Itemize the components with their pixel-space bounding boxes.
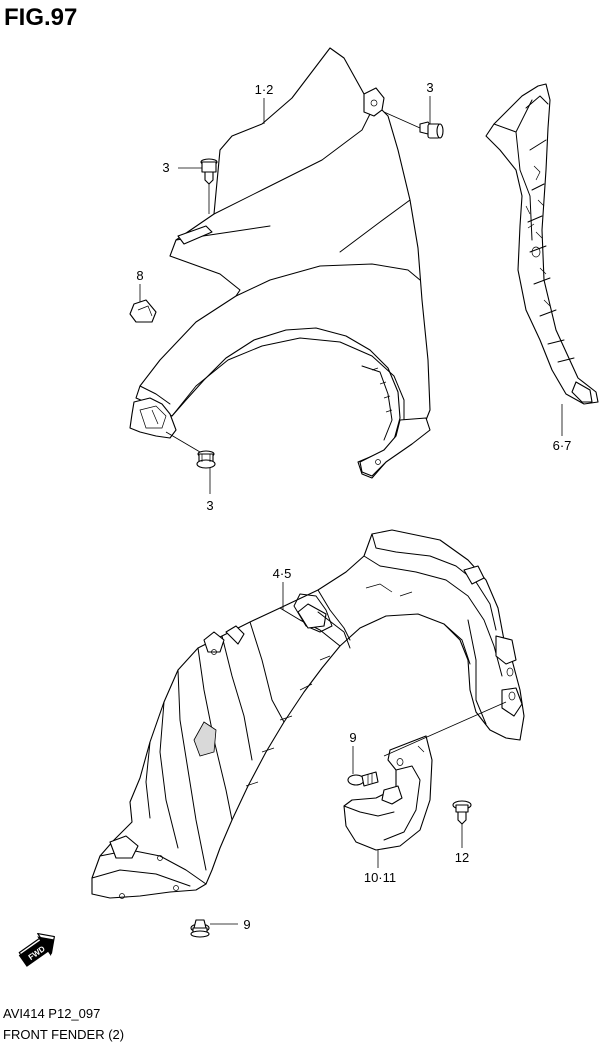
seal-icon bbox=[129, 299, 157, 323]
clip-icon-lower bbox=[190, 919, 210, 938]
callout-screw: 12 bbox=[455, 850, 469, 865]
mudflap-part bbox=[343, 735, 433, 851]
callout-clip-mudflap: 9 bbox=[349, 730, 356, 745]
callout-mudflap: 10·11 bbox=[364, 870, 396, 885]
fender-bracket-part bbox=[485, 83, 599, 405]
bolt-icon-upper-right bbox=[419, 121, 444, 139]
figure-code: AVI414 P12_097 bbox=[3, 1006, 101, 1021]
screw-icon bbox=[452, 800, 472, 825]
bolt-icon-lower bbox=[196, 450, 216, 469]
clip-icon-mudflap bbox=[347, 771, 379, 787]
callout-bolt-upper-right: 3 bbox=[426, 80, 433, 95]
callout-seal: 8 bbox=[136, 268, 143, 283]
figure-title: FIG.97 bbox=[4, 4, 78, 31]
callout-bolt-lower: 3 bbox=[206, 498, 213, 513]
leader-lines bbox=[139, 96, 563, 925]
callout-fender: 1·2 bbox=[255, 82, 274, 97]
callout-clip-lower: 9 bbox=[243, 917, 250, 932]
fwd-arrow-icon: FWD bbox=[18, 932, 55, 967]
front-fender-part bbox=[129, 47, 431, 479]
figure-name: FRONT FENDER (2) bbox=[3, 1027, 125, 1042]
callout-bolt-upper-left: 3 bbox=[162, 160, 169, 175]
bolt-icon-upper-left bbox=[200, 158, 218, 185]
callout-liner: 4·5 bbox=[273, 566, 292, 581]
callout-fender-bracket: 6·7 bbox=[553, 438, 572, 453]
fender-liner-part bbox=[91, 529, 525, 899]
